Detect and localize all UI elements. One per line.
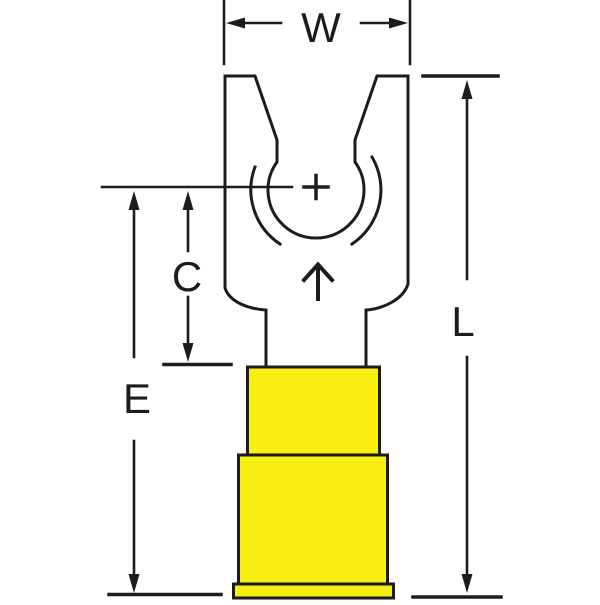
dimension-c	[162, 204, 233, 367]
insulation-barrel-upper	[246, 365, 381, 457]
dimension-e-label: E	[123, 375, 151, 422]
right-spring-arc	[349, 154, 383, 247]
dimension-c-label: C	[172, 253, 202, 300]
insulation-barrel-lower	[237, 453, 389, 586]
left-spring-arc	[249, 165, 283, 247]
e-arrowhead-up	[128, 191, 140, 210]
dimension-labels: W C E L	[123, 4, 475, 422]
up-arrow-icon	[301, 261, 335, 301]
insulation-flange	[232, 582, 395, 600]
c-arrowhead-up	[182, 191, 194, 210]
fork-terminal-outline	[223, 74, 410, 369]
l-arrowhead-down	[461, 574, 473, 593]
c-arrowhead-down	[182, 343, 194, 362]
l-arrowhead-up	[461, 80, 473, 99]
dimension-w-label: W	[301, 4, 341, 51]
e-arrowhead-down	[128, 574, 140, 593]
dimension-w	[222, 0, 412, 66]
dimension-e	[107, 204, 223, 597]
dimension-l	[411, 74, 503, 599]
w-arrowhead-right	[389, 17, 408, 29]
dimension-l-label: L	[451, 298, 474, 345]
w-arrowhead-left	[226, 17, 245, 29]
diagram-linework	[100, 0, 503, 600]
plus-icon	[302, 173, 330, 201]
dimension-arrowheads	[128, 17, 473, 593]
